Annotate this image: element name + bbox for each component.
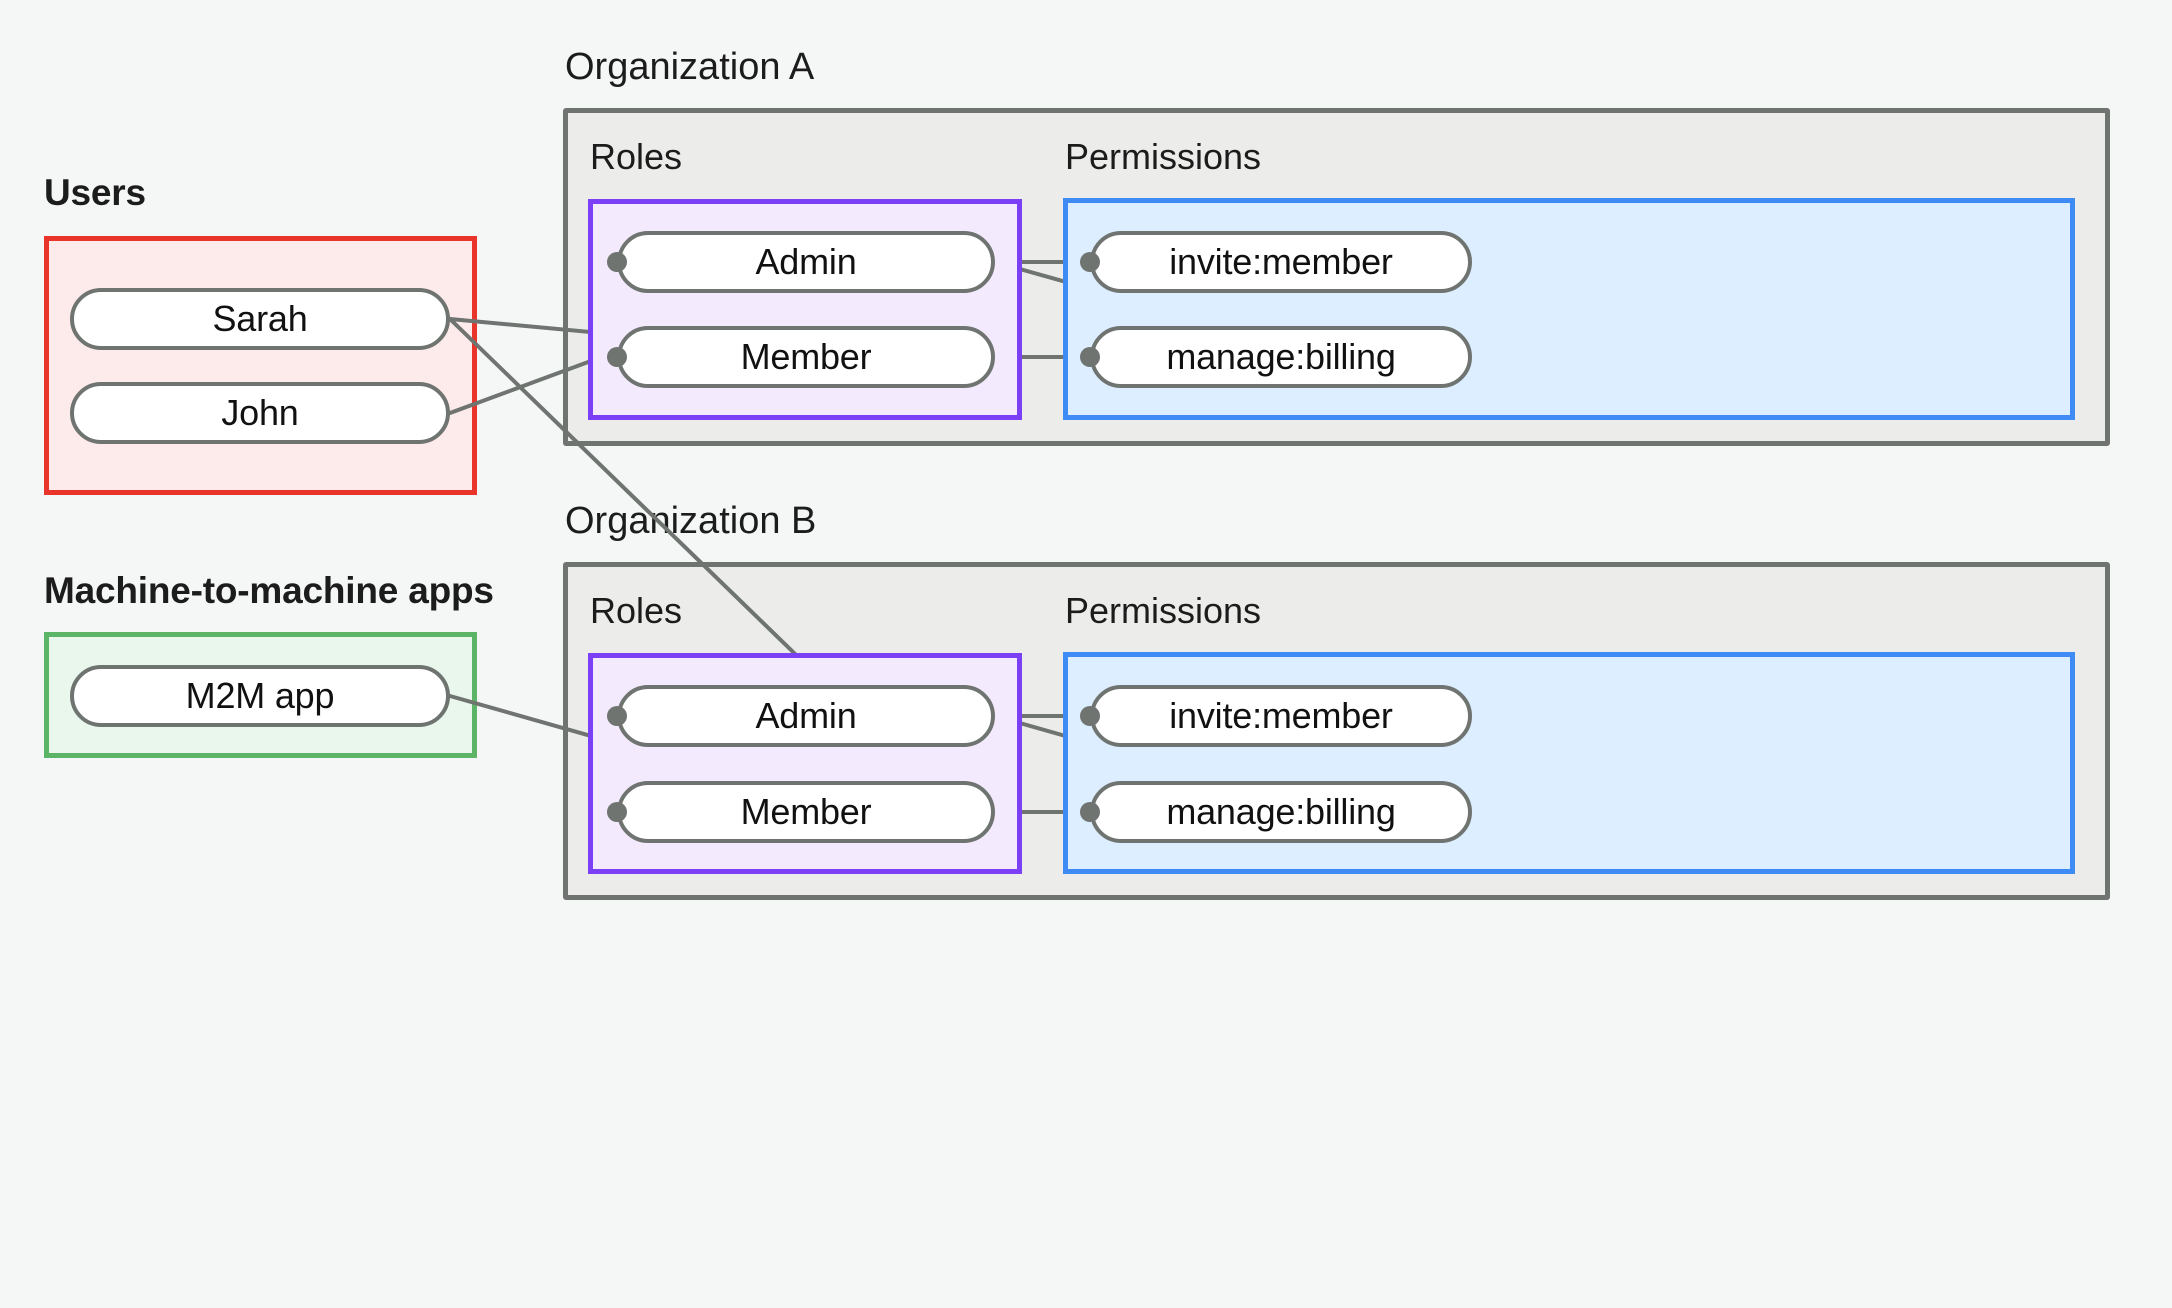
node-org-b-member[interactable]: Member <box>617 781 995 843</box>
node-john[interactable]: John <box>70 382 450 444</box>
node-org-a-admin-label: Admin <box>755 241 857 282</box>
endpoint-dot-org-b-admin <box>607 706 627 726</box>
endpoint-dot-org-a-invite-member <box>1080 252 1100 272</box>
node-org-b-admin[interactable]: Admin <box>617 685 995 747</box>
endpoint-dot-org-a-manage-billing <box>1080 347 1100 367</box>
node-sarah[interactable]: Sarah <box>70 288 450 350</box>
node-org-a-manage-billing-label: manage:billing <box>1166 336 1396 377</box>
users-group-label: Users <box>44 172 146 213</box>
node-sarah-label: Sarah <box>212 298 308 339</box>
node-org-a-invite-member[interactable]: invite:member <box>1090 231 1472 293</box>
users-container <box>44 236 477 495</box>
node-org-b-member-label: Member <box>740 791 872 832</box>
node-org-b-manage-billing-label: manage:billing <box>1166 791 1396 832</box>
endpoint-dot-org-a-member <box>607 347 627 367</box>
node-m2m-app[interactable]: M2M app <box>70 665 450 727</box>
endpoint-dot-org-b-invite-member <box>1080 706 1100 726</box>
org-a-roles-label: Roles <box>590 136 683 177</box>
endpoint-dot-org-a-admin <box>607 252 627 272</box>
node-org-a-admin[interactable]: Admin <box>617 231 995 293</box>
node-org-a-manage-billing[interactable]: manage:billing <box>1090 326 1472 388</box>
endpoint-dot-org-b-member <box>607 802 627 822</box>
node-org-b-invite-member-label: invite:member <box>1169 695 1393 736</box>
m2m-group-label: Machine-to-machine apps <box>44 570 494 611</box>
node-org-b-invite-member[interactable]: invite:member <box>1090 685 1472 747</box>
org-b-label: Organization B <box>565 500 817 542</box>
node-m2m-app-label: M2M app <box>185 675 335 716</box>
node-org-a-member-label: Member <box>740 336 872 377</box>
org-b-permissions-label: Permissions <box>1065 590 1262 631</box>
org-a-label: Organization A <box>565 46 815 88</box>
node-org-a-member[interactable]: Member <box>617 326 995 388</box>
node-john-label: John <box>221 392 299 433</box>
node-org-b-manage-billing[interactable]: manage:billing <box>1090 781 1472 843</box>
org-b-roles-label: Roles <box>590 590 683 631</box>
endpoint-dot-org-b-manage-billing <box>1080 802 1100 822</box>
node-org-a-invite-member-label: invite:member <box>1169 241 1393 282</box>
org-a-permissions-label: Permissions <box>1065 136 1262 177</box>
node-org-b-admin-label: Admin <box>755 695 857 736</box>
